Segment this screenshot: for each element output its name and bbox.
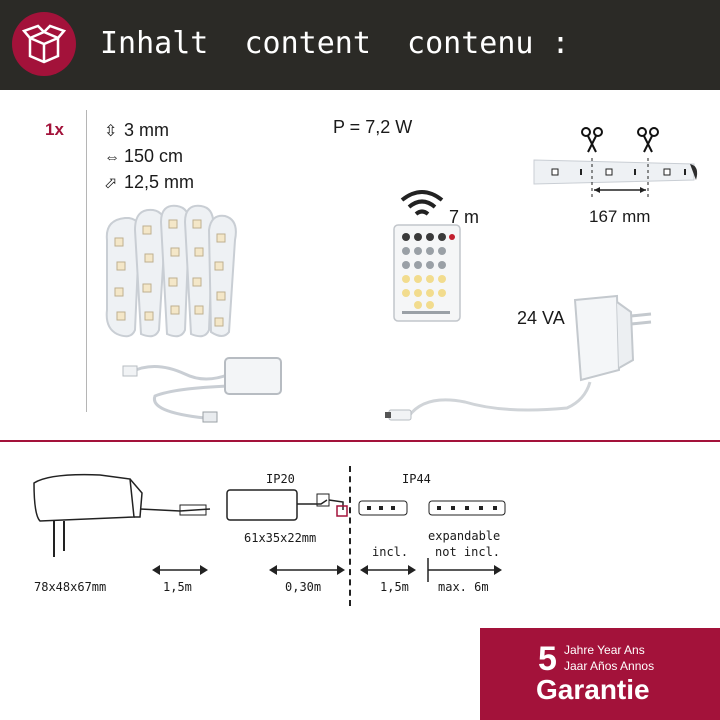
- dashed-divider: [349, 466, 351, 606]
- dim-height-value: 3 mm: [124, 120, 169, 140]
- guarantee-badge: 5 Jahre Year Ans Jaar Años Annos Garanti…: [480, 628, 720, 720]
- scissors-icon-2: [637, 127, 659, 153]
- strip-ip-rating: IP44: [402, 472, 431, 486]
- section-divider: [0, 440, 720, 442]
- dim-width-value: 12,5 mm: [124, 172, 195, 192]
- guarantee-line1: Jahre Year Ans: [564, 643, 645, 657]
- voltage-label: 24 VA: [517, 308, 565, 328]
- header-badge: [12, 12, 76, 76]
- cable2-length: 0,30m: [285, 580, 322, 594]
- scissors-icon: [581, 127, 603, 153]
- controller-outline-icon: [226, 489, 348, 521]
- power-adapter-image: [385, 294, 652, 421]
- dim-width: ⬀ 12,5 mm: [104, 172, 194, 193]
- cable1-arrow-icon: [152, 565, 208, 575]
- height-arrow-icon: ⇳: [104, 123, 118, 140]
- cut-marks-diagram: [533, 127, 698, 198]
- expandable-label: expandable: [428, 529, 501, 543]
- cable1-length: 1,5m: [163, 580, 192, 594]
- wireless-signal-icon: [400, 190, 444, 216]
- cut-interval: 167 mm: [589, 207, 651, 226]
- length-arrow-icon: ⇔: [104, 149, 120, 166]
- cable2-arrow-icon: [269, 565, 345, 575]
- not-included-label: not incl.: [435, 545, 501, 559]
- controller-ip-rating: IP20: [266, 472, 295, 486]
- vertical-divider: [86, 110, 87, 412]
- max-length-arrow-icon: [427, 558, 502, 582]
- width-arrow-icon: ⬀: [104, 175, 118, 192]
- dim-length-value: 150 cm: [124, 146, 184, 166]
- package-box-icon: [21, 24, 67, 64]
- header-bar: Inhalt content contenu :: [0, 0, 720, 90]
- remote-control-image: [393, 224, 461, 322]
- dim-height: ⇳ 3 mm: [104, 120, 169, 141]
- remote-range: 7 m: [449, 207, 480, 227]
- psu-dimensions: 78x48x67mm: [34, 580, 107, 594]
- guarantee-word: Garantie: [536, 674, 650, 705]
- led-strip-reel-image: [105, 204, 282, 423]
- quantity-label: 1x: [45, 120, 64, 139]
- included-label: incl.: [372, 545, 409, 559]
- included-length: 1,5m: [380, 580, 409, 594]
- controller-dimensions: 61x35x22mm: [244, 531, 317, 545]
- psu-outline-icon: [33, 473, 211, 557]
- max-length: max. 6m: [438, 580, 489, 594]
- page-title: Inhalt content contenu :: [100, 26, 570, 61]
- power-rating: P = 7,2 W: [333, 117, 413, 137]
- guarantee-line2: Jaar Años Annos: [564, 659, 655, 673]
- incl-length-arrow-icon: [360, 565, 416, 575]
- dim-length: ⇔150 cm: [104, 146, 183, 167]
- strip-outline-icon: [358, 500, 506, 516]
- guarantee-years: 5: [538, 640, 557, 678]
